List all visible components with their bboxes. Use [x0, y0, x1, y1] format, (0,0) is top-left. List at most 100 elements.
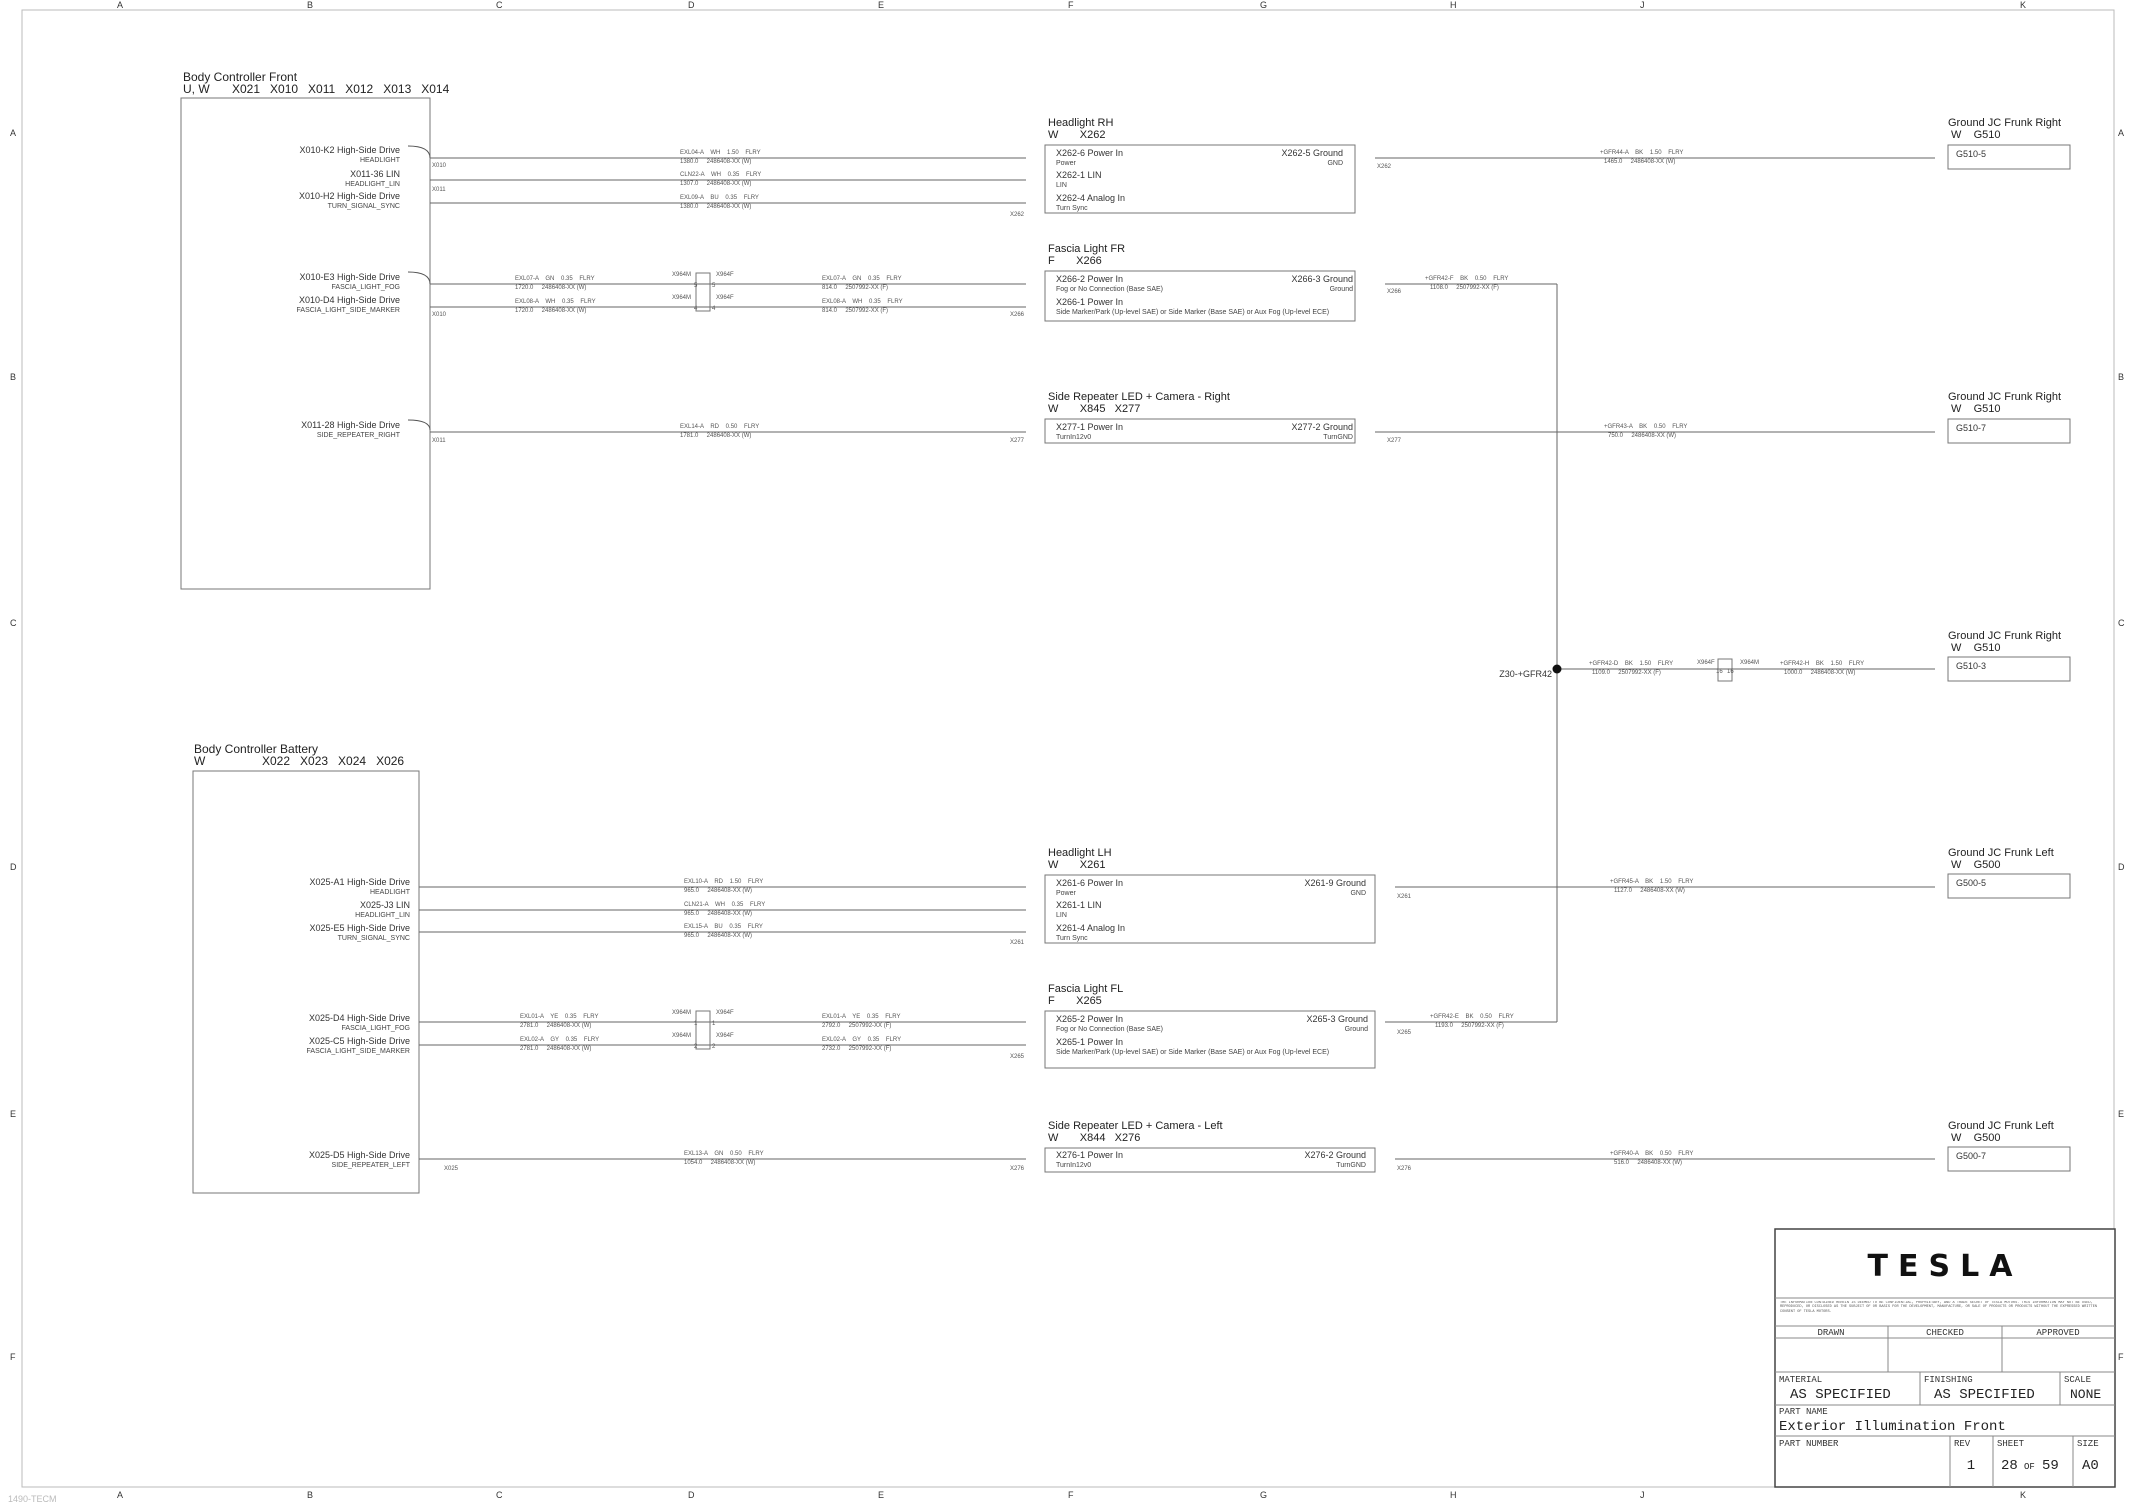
wire-label: EXL13-A GN 0.50 FLRY: [684, 1151, 764, 1157]
inline-pin: 4: [712, 306, 716, 312]
col-marker: C: [496, 0, 503, 10]
ground-jc-frunk-left-2: Ground JC Frunk Left W G500 G500-7: [1947, 1120, 2071, 1172]
col-marker: B: [307, 0, 313, 10]
ground-label: X277-2 Ground: [1291, 422, 1353, 432]
pin-signal: SIDE_REPEATER_RIGHT: [317, 432, 401, 439]
title-block-frame: [1774, 1228, 2116, 1488]
wire-label: EXL07-A GN 0.35 FLRY: [515, 276, 595, 282]
size-value: A0: [2082, 1458, 2099, 1474]
wire-label: EXL01-A YE 0.35 FLRY: [822, 1014, 901, 1020]
wire-spec: 2781.0 2486408-XX (W): [520, 1046, 591, 1052]
inline-connector-label: X964M: [672, 272, 691, 278]
ground-sub: W G510: [1951, 642, 2001, 654]
col-marker: E: [878, 0, 884, 10]
ground-title: Ground JC Frunk Left: [1948, 1120, 2054, 1132]
pin-label: X011-28 High-Side Drive: [301, 420, 400, 430]
component-title: Headlight LH: [1048, 847, 1112, 859]
ground-label: X262-5 Ground: [1281, 148, 1343, 158]
pin-signal: TURN_SIGNAL_SYNC: [328, 203, 400, 210]
pin-label: X277-1 Power In: [1056, 422, 1123, 432]
inline-connector-label: X964M: [672, 295, 691, 301]
pin-signal: TURN_SIGNAL_SYNC: [338, 935, 410, 942]
col-marker: F: [1068, 1490, 1074, 1500]
inline-pin: 16: [1716, 669, 1723, 675]
wire-spec: 965.0 2486408-XX (W): [684, 933, 752, 939]
pin-signal: Side Marker/Park (Up-level SAE) or Side …: [1056, 1049, 1329, 1056]
pin-signal: Turn Sync: [1056, 935, 1088, 942]
pin-signal: FASCIA_LIGHT_FOG: [342, 1025, 410, 1032]
connector-tag: X262: [1377, 164, 1392, 170]
ground-label: X266-3 Ground: [1291, 274, 1353, 284]
part-name-value: Exterior Illumination Front: [1779, 1419, 2006, 1435]
component-box: [1044, 1010, 1376, 1069]
ground-sub: W G510: [1951, 403, 2001, 415]
controller-title: Body Controller Battery: [194, 742, 318, 756]
wire-spec: 1000.0 2486408-XX (W): [1784, 670, 1855, 676]
connector-tag: X276: [1397, 1166, 1412, 1172]
corner-note: 1490-TECM: [8, 1494, 57, 1504]
col-marker: A: [117, 0, 123, 10]
wire-spec: 1109.0 2507992-XX (F): [1592, 670, 1661, 676]
ground-box: [1947, 656, 2071, 682]
pin-signal: Power: [1056, 160, 1077, 167]
pin-label: X262-6 Power In: [1056, 148, 1123, 158]
component-fascia-light-fl: Fascia Light FL F X265 X265-2 Power In F…: [1010, 983, 1412, 1069]
pin-label: X025-E5 High-Side Drive: [309, 923, 410, 933]
body-controller-battery: Body Controller Battery W X022 X023 X024…: [192, 742, 459, 1194]
pin-label: X025-C5 High-Side Drive: [309, 1036, 410, 1046]
pin-label: X025-J3 LIN: [360, 900, 410, 910]
ground-jc-frunk-left-1: Ground JC Frunk Left W G500 G500-5: [1947, 847, 2071, 899]
ground-sub: Ground: [1330, 286, 1353, 293]
pin-signal: TurnIn12v0: [1056, 434, 1091, 441]
col-marker: K: [2020, 1490, 2026, 1500]
inline-connector-x964: [695, 272, 711, 312]
column-markers: A B C D E F G H J K A B C D E F G H J K: [117, 0, 2026, 1500]
wire-spec: 814.0 2507992-XX (F): [822, 308, 888, 314]
pin-signal: Turn Sync: [1056, 205, 1088, 212]
wire-spec: 2792.0 2507992-XX (F): [822, 1023, 891, 1029]
wire-label: +GFR42-E BK 0.50 FLRY: [1430, 1014, 1514, 1020]
component-box: [1044, 1147, 1376, 1173]
wire-spec: 750.0 2486408-XX (W): [1608, 433, 1676, 439]
wire-label: EXL02-A GY 0.35 FLRY: [822, 1037, 901, 1043]
row-marker: F: [2118, 1352, 2124, 1362]
pin-label: X261-6 Power In: [1056, 878, 1123, 888]
controller-variants: W: [194, 754, 206, 768]
inline-pin: 16: [1727, 669, 1734, 675]
connector-tag: X025: [444, 1166, 459, 1172]
component-fascia-light-fr: Fascia Light FR F X266 X266-2 Power In F…: [1010, 243, 1402, 322]
approved-label: APPROVED: [2036, 1328, 2079, 1338]
component-box: [1044, 874, 1376, 944]
wire-spec: 2781.0 2486408-XX (W): [520, 1023, 591, 1029]
ground-sub: GND: [1327, 160, 1343, 167]
inline-connector-x964-ground: [1717, 658, 1733, 682]
col-marker: H: [1450, 0, 1457, 10]
component-sub: W X262: [1048, 129, 1105, 141]
confidentiality-notice: THE INFORMATION CONTAINED HEREIN IS DEEM…: [1780, 1301, 2098, 1314]
col-marker: K: [2020, 0, 2026, 10]
ground-pin: G510-7: [1956, 423, 1986, 433]
wire-spec: 1380.0 2486408-XX (W): [680, 159, 751, 165]
inline-connector-label: X964F: [716, 295, 734, 301]
inline-connector-label: X964F: [716, 1033, 734, 1039]
wires-bottom: EXL10-A RD 1.50 FLRY 965.0 2486408-XX (W…: [419, 879, 1026, 1166]
pin-label: X276-1 Power In: [1056, 1150, 1123, 1160]
row-marker: D: [10, 862, 17, 872]
col-marker: D: [688, 0, 695, 10]
row-marker: A: [2118, 128, 2124, 138]
wire-label: +GFR42-D BK 1.50 FLRY: [1589, 661, 1673, 667]
col-marker: A: [117, 1490, 123, 1500]
ground-sub: Ground: [1345, 1026, 1368, 1033]
col-marker: J: [1640, 0, 1645, 10]
component-box: [1044, 144, 1356, 214]
ground-pin: G510-5: [1956, 149, 1986, 159]
wire-label: EXL14-A RD 0.50 FLRY: [680, 424, 759, 430]
inline-connector-x964: [695, 1010, 711, 1050]
component-side-repeater-right: Side Repeater LED + Camera - Right W X84…: [1010, 391, 1402, 444]
inline-pin: 1: [694, 1021, 698, 1027]
connector-tag: X277: [1010, 438, 1025, 444]
finishing-label: FINISHING: [1924, 1375, 1973, 1385]
wire-spec: 965.0 2486408-XX (W): [684, 888, 752, 894]
wire-spec: 1307.0 2486408-XX (W): [680, 181, 751, 187]
wire-label: EXL15-A BU 0.35 FLRY: [684, 924, 763, 930]
